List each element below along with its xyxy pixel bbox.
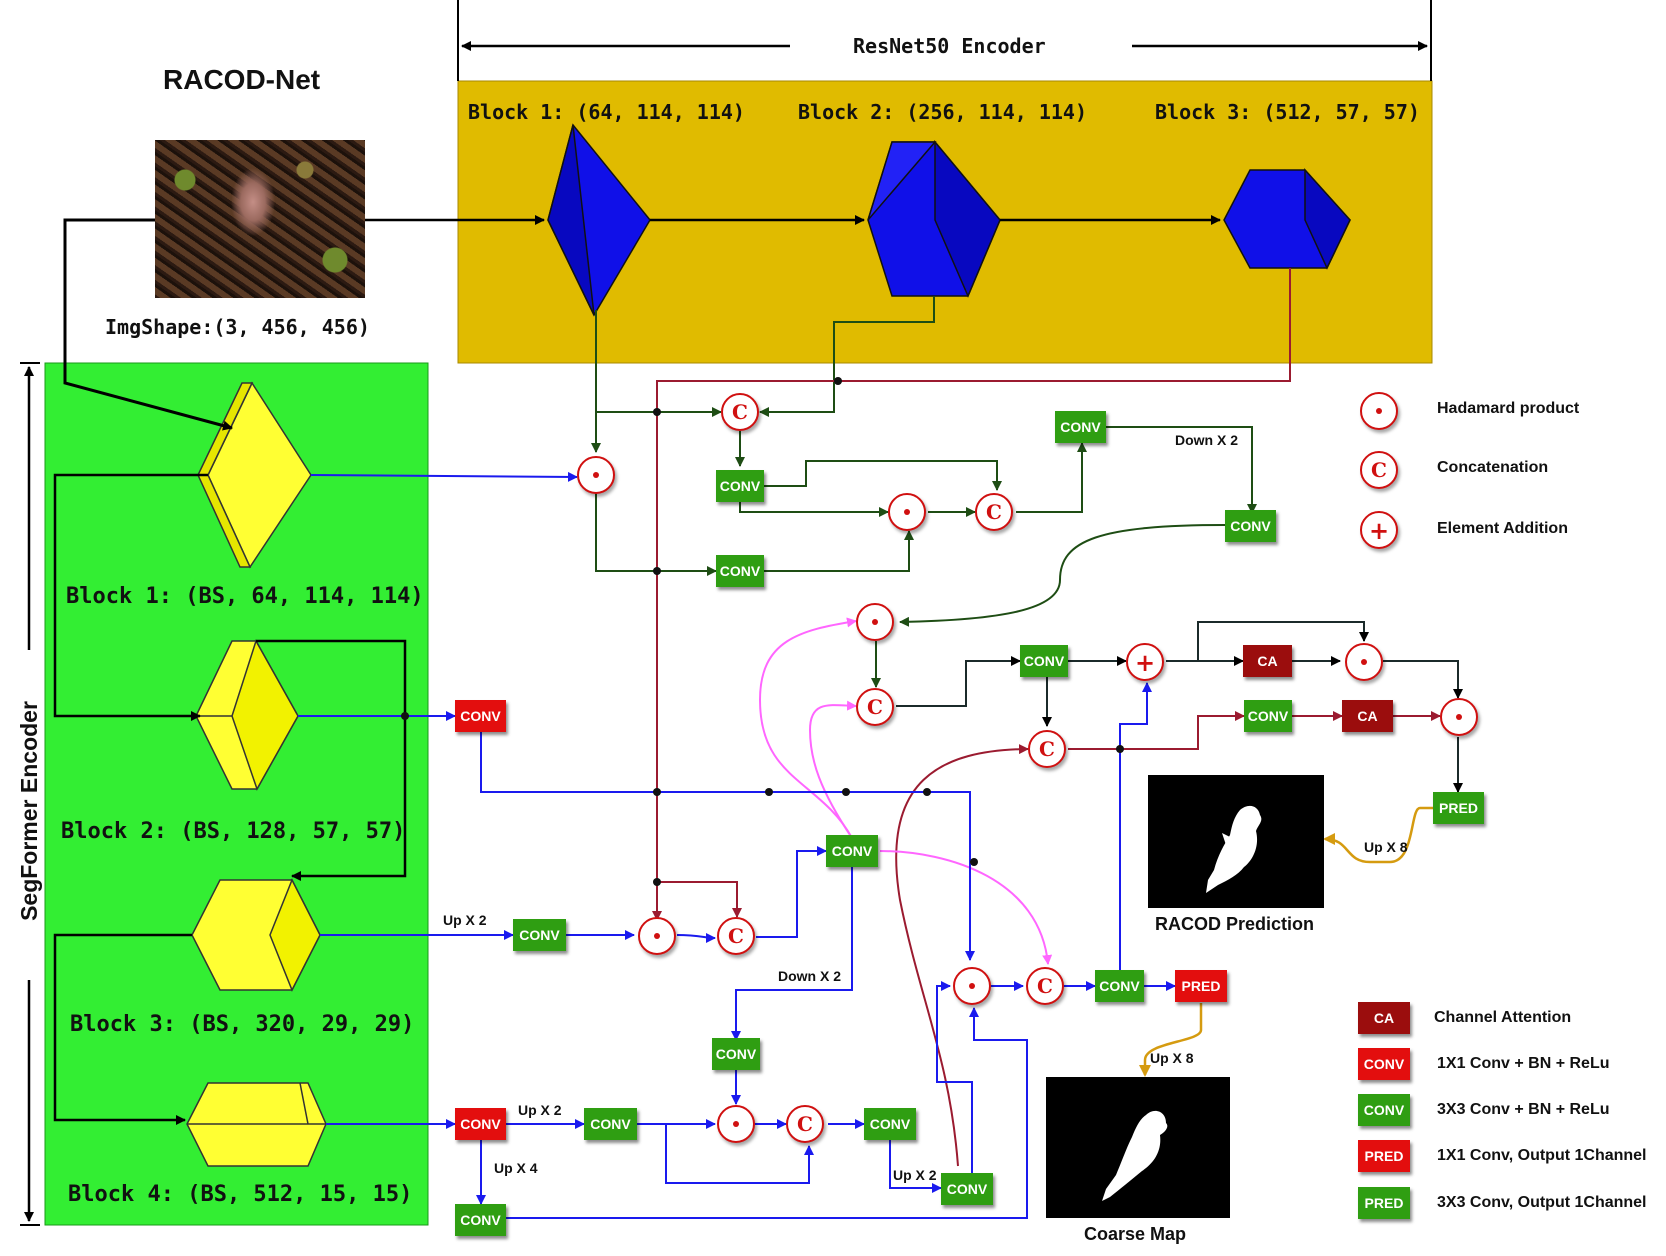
coarse-map-image [1046,1077,1230,1218]
down-x2-mid-label: Down X 2 [778,968,842,984]
legend-conv1-swatch: CONV [1358,1048,1410,1080]
up-x2-low-label: Up X 2 [893,1167,937,1183]
resnet-block-1-label: Block 1: (64, 114, 114) [468,100,745,124]
resnet-block-3-label: Block 3: (512, 57, 57) [1155,100,1420,124]
legend-ca-label: Channel Attention [1434,1009,1572,1026]
seg-block-3-label: Block 3: (BS, 320, 29, 29) [70,1012,415,1037]
legend-ca-swatch: CA [1358,1002,1410,1034]
legend-pred3-label: 3X3 Conv, Output 1Channel [1437,1194,1647,1211]
conv3-box: CONV [826,835,878,867]
concat-node: C [721,393,759,431]
hadamard-node [888,493,926,531]
legend-pred1-label: 1X1 Conv, Output 1Channel [1437,1147,1647,1164]
racod-mask-shape [1206,805,1262,893]
conv3-box: CONV [1055,411,1106,443]
legend-addition-icon: + [1360,511,1398,549]
hadamard-node [856,603,894,641]
coarse-map-label: Coarse Map [1084,1224,1187,1244]
concat-node: C [856,688,894,726]
resnet-block-3-shape [1223,168,1351,270]
seg-block-1-label: Block 1: (BS, 64, 114, 114) [66,584,424,609]
pred1-box: PRED [1175,970,1227,1002]
conv3-box: CONV [455,1204,506,1236]
legend-hadamard-icon [1360,392,1398,430]
conv3-box: CONV [1225,510,1276,542]
conv3-box: CONV [1095,970,1144,1002]
conv3-box: CONV [864,1108,916,1140]
conv3-box: CONV [712,1038,760,1070]
conv3-box: CONV [513,919,566,951]
coarse-mask-shape [1102,1110,1168,1201]
conv3-box: CONV [716,470,764,502]
concat-node: C [786,1105,824,1143]
hadamard-node [953,967,991,1005]
racod-prediction-image [1148,775,1324,908]
legend-addition-label: Element Addition [1437,520,1568,537]
seg-block-2-label: Block 2: (BS, 128, 57, 57) [61,819,406,844]
concat-node: C [1028,730,1066,768]
segformer-title: SegFormer Encoder [16,701,42,921]
seg-block-4-shape [186,1082,327,1167]
addition-node: + [1126,643,1164,681]
hadamard-node [1440,698,1478,736]
legend-concat-icon: C [1360,451,1398,489]
hadamard-node [1345,643,1383,681]
legend-pred1-swatch: PRED [1358,1140,1410,1172]
concat-node: C [717,917,755,955]
legend-pred3-swatch: PRED [1358,1187,1410,1219]
up-x4-label: Up X 4 [494,1160,538,1176]
conv1-box: CONV [455,700,506,732]
up-x2-block3-label: Up X 2 [443,912,487,928]
seg-block-1-shape [197,381,312,569]
diagram-title: RACOD-Net [163,64,321,95]
concat-node: C [975,493,1013,531]
resnet-block-2-shape [867,139,1001,298]
hadamard-node [577,456,615,494]
legend-hadamard-label: Hadamard product [1437,400,1580,417]
down-x2-top-label: Down X 2 [1175,432,1239,448]
conv3-box: CONV [584,1108,637,1140]
input-shape-label: ImgShape:(3, 456, 456) [105,315,370,339]
pred3-box: PRED [1433,792,1484,824]
hadamard-node [638,917,676,955]
concat-node: C [1026,967,1064,1005]
channel-attention-box: CA [1243,645,1292,677]
resnet-block-2-label: Block 2: (256, 114, 114) [798,100,1087,124]
legend-concat-label: Concatenation [1437,459,1549,476]
conv3-box: CONV [1020,645,1068,677]
racod-prediction-label: RACOD Prediction [1155,914,1315,934]
input-image [155,140,365,298]
resnet-block-1-shape [547,123,651,317]
conv3-box: CONV [716,555,764,587]
conv1-box: CONV [455,1108,506,1140]
legend-conv1-label: 1X1 Conv + BN + ReLu [1437,1055,1610,1072]
seg-block-3-shape [191,878,321,992]
conv3-box: CONV [1244,700,1292,732]
up-x8-racod-label: Up X 8 [1364,839,1408,855]
legend-conv3-label: 3X3 Conv + BN + ReLu [1437,1101,1610,1118]
seg-block-4-label: Block 4: (BS, 512, 15, 15) [68,1182,413,1207]
channel-attention-box: CA [1342,700,1393,732]
conv3-box: CONV [941,1173,993,1205]
up-x2-block4-label: Up X 2 [518,1102,562,1118]
resnet-title: ResNet50 Encoder [853,34,1046,58]
legend-conv3-swatch: CONV [1358,1094,1410,1126]
hadamard-node [717,1105,755,1143]
up-x8-coarse-label: Up X 8 [1150,1050,1194,1066]
